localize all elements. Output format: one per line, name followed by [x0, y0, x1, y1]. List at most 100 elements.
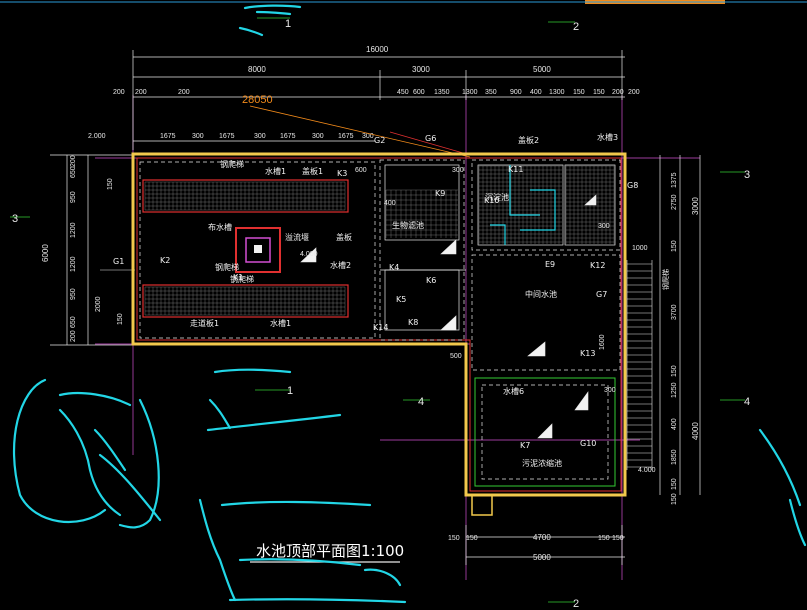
dim-row3-item: 200: [178, 89, 190, 96]
bottom-dimension-lines: [465, 525, 625, 565]
dim-bottom-150b: 150: [466, 535, 478, 542]
label-g10: G10: [580, 439, 596, 448]
left-dimension-lines: [50, 154, 135, 346]
dim-row3-item: 200: [628, 89, 640, 96]
dim-bottom-150d: 150: [612, 535, 624, 542]
label-600: 600: [355, 167, 367, 174]
dim-bottom-5000: 5000: [533, 553, 551, 562]
dim-left-item: 950: [70, 288, 77, 300]
label-tank7: 水槽3: [597, 132, 618, 142]
dim-row4-item: 1675: [160, 133, 176, 140]
dim-row4-item: 300: [312, 133, 324, 140]
label-k7: K7: [520, 441, 530, 450]
dim-right-1000: 1000: [632, 245, 648, 252]
dim-left-item: 950: [70, 191, 77, 203]
top-dimension-lines: [132, 50, 625, 150]
label-g7: G7: [596, 290, 607, 299]
handwritten-annotations: [12, 4, 807, 604]
axis-lines-magenta: [95, 95, 700, 580]
dim-right-item: 150: [671, 478, 678, 490]
dim-left-total: 6000: [41, 244, 50, 262]
label-settle: 沉淀池: [485, 192, 509, 202]
label-tank2: 水槽1: [270, 318, 291, 328]
dim-bottom-150c: 150: [598, 535, 610, 542]
label-ladder-right: 钢爬梯: [661, 269, 670, 290]
corner-markers: [300, 194, 597, 439]
dim-row3-item: 400: [530, 89, 542, 96]
biofilter-block: [379, 159, 466, 341]
label-plat: 走道板1: [190, 318, 219, 328]
label-midpool: 中间水池: [525, 289, 557, 299]
dim-left-item: 650: [70, 316, 77, 328]
label-300c: 300: [604, 387, 616, 394]
label-g2: G2: [374, 136, 385, 145]
axis-label-right-3: 3: [744, 169, 750, 181]
highlight-dimension: 28050: [242, 94, 273, 106]
dim-row3-item: 1350: [434, 89, 450, 96]
label-k3: K3: [337, 169, 347, 178]
dim-right-item: 1850: [671, 449, 678, 465]
label-sludge: 污泥浓缩池: [522, 458, 562, 468]
dim-right-3000: 3000: [691, 197, 700, 215]
dim-bottom-4700: 4700: [533, 533, 551, 542]
highlight-leader-2: [389, 131, 471, 156]
dim-total-width: 16000: [366, 45, 389, 54]
dim-row3-item: 1300: [462, 89, 478, 96]
label-collect: 布水槽: [208, 222, 232, 232]
dim-left-item: 1200: [70, 222, 77, 238]
label-300b: 300: [598, 223, 610, 230]
label-400: 400: [384, 200, 396, 207]
building-outline: [131, 152, 627, 516]
label-g1: G1: [113, 257, 124, 266]
axis-label-right-4: 4: [744, 396, 750, 408]
dim-row3-item: 200: [135, 89, 147, 96]
label-tank3: 水槽2: [330, 260, 351, 270]
dim-row4-item: 1675: [338, 133, 354, 140]
dim-right-item: 3700: [671, 304, 678, 320]
axis-label-top-1: 1: [285, 18, 291, 30]
label-g6: G6: [425, 134, 436, 143]
label-ladder2: 钢爬梯: [215, 262, 239, 272]
dim-right-item: 1250: [671, 382, 678, 398]
dim-left-2000: 2000: [95, 296, 102, 312]
dim-right-item: 1375: [671, 172, 678, 188]
highlight-leader: [249, 105, 471, 158]
dim-right-item: 400: [671, 418, 678, 430]
label-cover1: 盖板1: [302, 166, 323, 176]
dim-row3-item: 350: [485, 89, 497, 96]
ladder-rungs: [627, 263, 652, 468]
dim-row3-item: 900: [510, 89, 522, 96]
dim-row4-item: 2.000: [88, 133, 106, 140]
label-biofilter: 生物滤池: [392, 220, 424, 230]
label-k6: K6: [426, 276, 436, 285]
cyan-markings: [490, 165, 556, 245]
dim-left-150b: 150: [117, 313, 124, 325]
axis-label-mid-4: 4: [418, 396, 424, 408]
dim-3000: 3000: [412, 65, 430, 74]
elev-4000: 4.000: [638, 467, 656, 474]
dim-row3-item: 200: [113, 89, 125, 96]
label-k11: K11: [508, 165, 523, 174]
dim-left-item: 1200: [70, 256, 77, 272]
dim-right-item: 150: [671, 240, 678, 252]
label-cover3: 盖板2: [518, 135, 539, 145]
label-k9: K9: [435, 189, 445, 198]
dim-left-150a: 150: [107, 178, 114, 190]
label-1600: 1600: [599, 334, 606, 350]
dim-right-4000: 4000: [691, 422, 700, 440]
dim-row3-item: 200: [612, 89, 624, 96]
dim-row3-item: 450: [397, 89, 409, 96]
dim-row4-item: 1675: [280, 133, 296, 140]
dim-row4-item: 1675: [219, 133, 235, 140]
label-k1: K1: [233, 273, 243, 282]
external-ladder: [626, 260, 653, 470]
dim-right-item: 150: [671, 493, 678, 505]
label-k8: K8: [408, 318, 418, 327]
dim-left-item: 200: [70, 330, 77, 342]
dim-row4-item: 300: [192, 133, 204, 140]
dim-row3-item: 600: [413, 89, 425, 96]
dim-left-item: 650: [70, 166, 77, 178]
label-cap: 4.000: [300, 251, 318, 258]
